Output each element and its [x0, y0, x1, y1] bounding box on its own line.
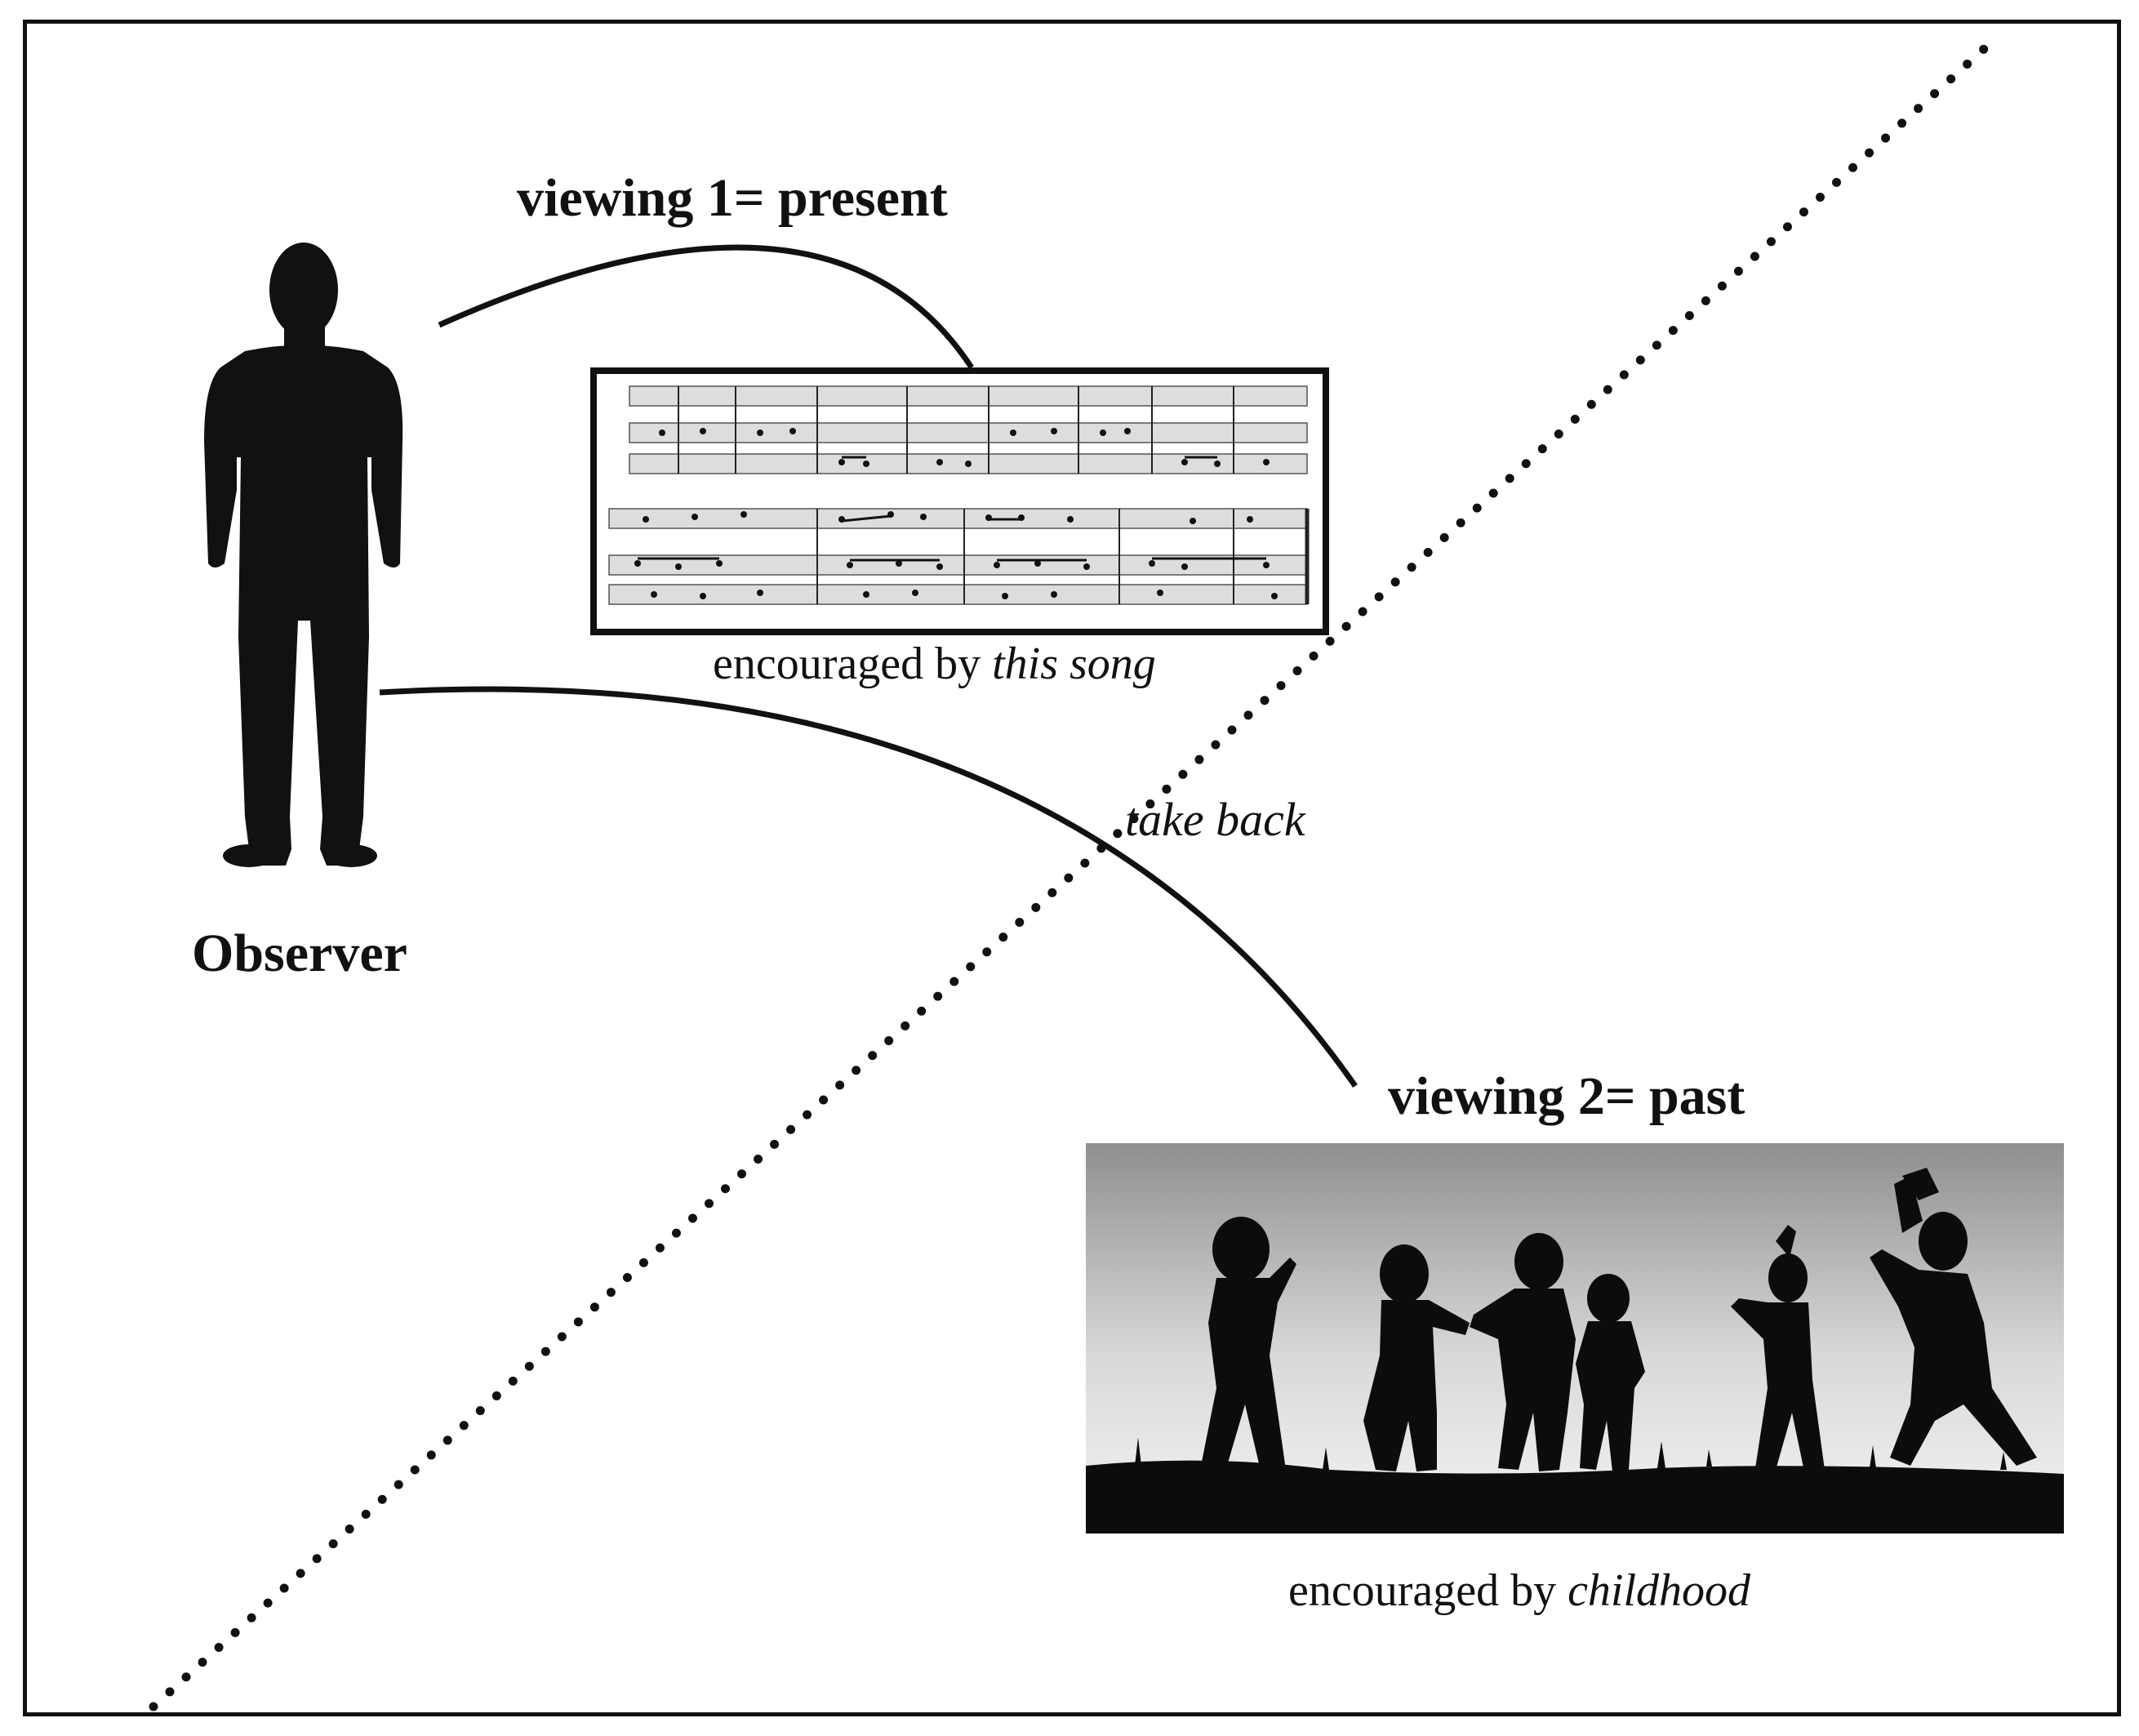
observer-silhouette-icon	[204, 243, 403, 867]
viewing-1-arc	[438, 244, 974, 369]
viewing-1-caption-italic: this song	[992, 639, 1156, 689]
children-silhouettes-icon	[1086, 1143, 2064, 1533]
take-back-label: take back	[1125, 793, 1305, 846]
observer-label: Observer	[192, 924, 407, 983]
viewing-2-label: viewing 2= past	[1388, 1066, 1745, 1126]
dotted-divider	[149, 44, 1989, 1712]
viewing-2-caption: encouraged by childhood	[1288, 1568, 1750, 1614]
viewing-1-caption-prefix: encouraged by	[713, 639, 981, 689]
viewing-1-label: viewing 1= present	[517, 168, 948, 228]
childhood-photo	[1086, 1143, 2064, 1533]
viewing-2-arc	[379, 686, 1358, 1088]
sheet-music-image	[590, 367, 1329, 635]
sheet-music-notation-icon	[608, 385, 1310, 605]
viewing-2-caption-italic: childhood	[1568, 1565, 1751, 1616]
viewing-2-caption-prefix: encouraged by	[1288, 1565, 1557, 1616]
viewing-1-caption: encouraged by this song	[713, 641, 1156, 687]
